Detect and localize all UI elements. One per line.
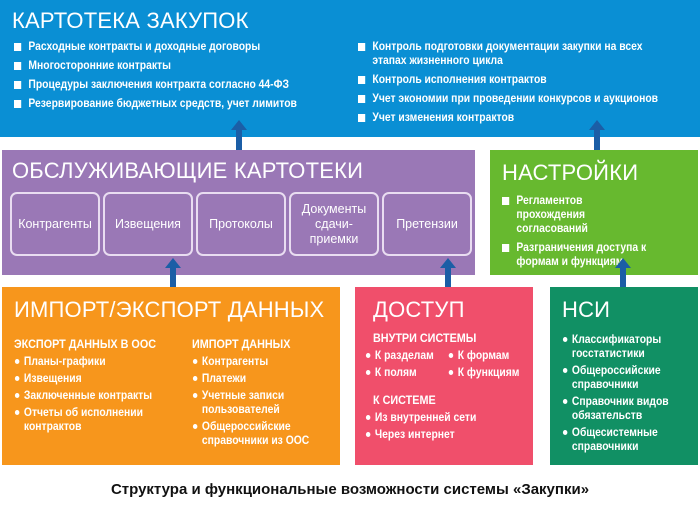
service-title: ОБСЛУЖИВАЮЩИЕ КАРТОТЕКИ [12, 158, 364, 183]
nsi-title: НСИ [562, 297, 611, 322]
card-protokoly[interactable]: Протоколы [196, 192, 286, 256]
settings-title: НАСТРОЙКИ [502, 160, 639, 185]
list-item: Через интернет [365, 428, 500, 442]
nsi-panel: НСИ Классификаторы госстатистики Общерос… [550, 287, 698, 465]
list-item: Общероссийские справочники [562, 364, 688, 392]
card-kontragenty[interactable]: Контрагенты [10, 192, 100, 256]
list-item: К полям [365, 366, 448, 380]
list-item: Общесистемные справочники [562, 426, 688, 454]
importexport-title: ИМПОРТ/ЭКСПОРТ ДАННЫХ [14, 297, 325, 322]
system-title: К СИСТЕМЕ [373, 393, 436, 407]
arrow-up-icon [589, 120, 605, 150]
arrow-up-icon [231, 120, 247, 150]
arrow-up-icon [440, 258, 456, 287]
list-item: К функциям [448, 366, 538, 380]
list-item: Справочник видов обязательств [562, 395, 688, 423]
list-item: Регламентов прохождения согласований [502, 194, 651, 236]
list-item: Разграничения доступа к формам и функция… [502, 241, 651, 269]
list-item: Общероссийские справочники из ООС [192, 420, 319, 448]
list-item: Многосторонние контракты [14, 59, 356, 73]
kartoteka-title: КАРТОТЕКА ЗАКУПОК [12, 8, 249, 33]
list-item: Контроль подготовки документации закупки… [358, 40, 669, 68]
card-izveshcheniya[interactable]: Извещения [103, 192, 193, 256]
list-item: Извещения [14, 372, 172, 386]
importexport-panel: ИМПОРТ/ЭКСПОРТ ДАННЫХ ЭКСПОРТ ДАННЫХ В О… [2, 287, 340, 465]
list-item: Процедуры заключения контракта согласно … [14, 78, 356, 92]
kartoteka-panel: КАРТОТЕКА ЗАКУПОК Расходные контракты и … [0, 0, 700, 137]
list-item: Классификаторы госстатистики [562, 333, 688, 361]
list-item: Отчеты об исполнении контрактов [14, 406, 150, 434]
list-item: Платежи [192, 372, 323, 386]
list-item: Из внутренней сети [365, 411, 500, 425]
list-item: Резервирование бюджетных средств, учет л… [14, 97, 356, 111]
inside-title: ВНУТРИ СИСТЕМЫ [373, 331, 477, 345]
import-title: ИМПОРТ ДАННЫХ [192, 337, 291, 351]
list-item: Учетные записи пользователей [192, 389, 301, 417]
access-panel: ДОСТУП ВНУТРИ СИСТЕМЫ К разделам К форма… [355, 287, 533, 465]
caption: Структура и функциональные возможности с… [110, 481, 590, 498]
list-item: К разделам [365, 349, 448, 363]
card-pretenzii[interactable]: Претензии [382, 192, 472, 256]
access-title: ДОСТУП [373, 297, 465, 322]
service-panel: ОБСЛУЖИВАЮЩИЕ КАРТОТЕКИ Контрагенты Изве… [2, 150, 475, 275]
list-item: Учет экономии при проведении конкурсов и… [358, 92, 691, 106]
list-item: Расходные контракты и доходные договоры [14, 40, 356, 54]
list-item: Учет изменения контрактов [358, 111, 691, 125]
settings-panel: НАСТРОЙКИ Регламентов прохождения соглас… [490, 150, 698, 275]
card-dokumenty[interactable]: Документы сдачи-приемки [289, 192, 379, 256]
arrow-up-icon [165, 258, 181, 287]
list-item: К формам [448, 349, 538, 363]
list-item: Планы-графики [14, 355, 172, 369]
list-item: Контрагенты [192, 355, 323, 369]
arrow-up-icon [615, 258, 631, 287]
list-item: Заключенные контракты [14, 389, 172, 403]
export-title: ЭКСПОРТ ДАННЫХ В ООС [14, 337, 157, 351]
list-item: Контроль исполнения контрактов [358, 73, 691, 87]
